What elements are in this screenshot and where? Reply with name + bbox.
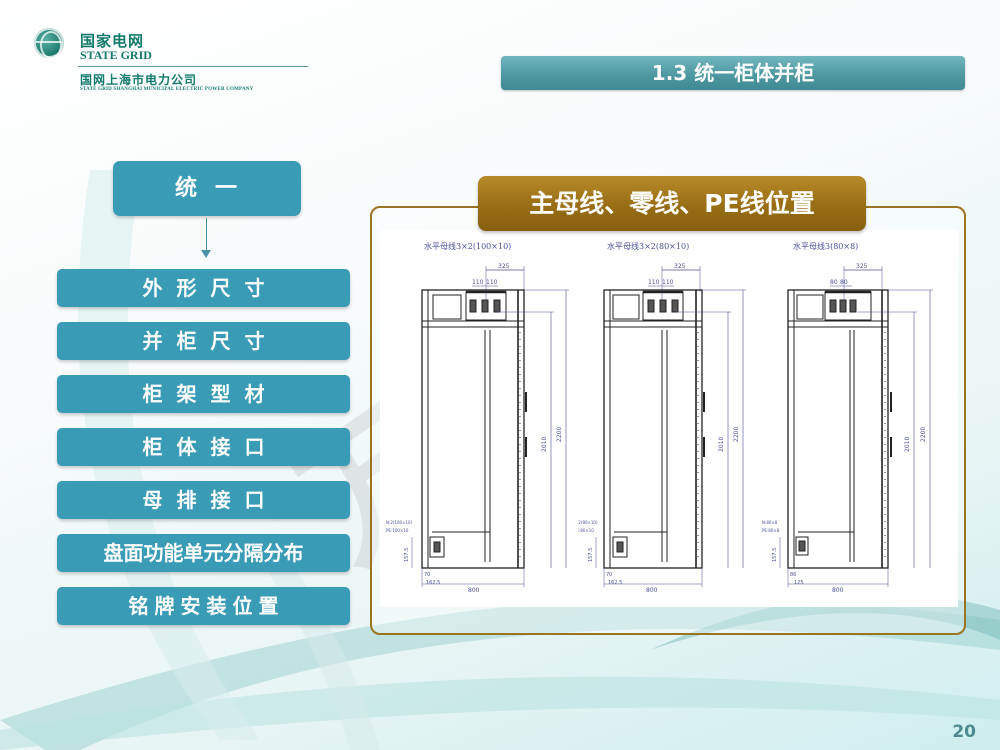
svg-text:162.5: 162.5	[608, 580, 622, 586]
cabinet-drawing-2: 325 110 110 2010 2200 N:2(80×10) PE:80×1…	[578, 263, 746, 594]
section-title: 1.3 统一柜体并柜	[501, 56, 965, 90]
cabinet-drawing-1: 325 110 110 2010 2200 N:2(100×10) PE:100…	[386, 263, 569, 594]
svg-text:70: 70	[424, 572, 430, 578]
svg-text:2010: 2010	[904, 437, 911, 452]
svg-text:800: 800	[832, 587, 844, 594]
svg-text:80: 80	[830, 279, 838, 286]
svg-text:86: 86	[790, 572, 796, 578]
svg-text:N:80×8: N:80×8	[762, 520, 778, 525]
panel-title: 主母线、零线、PE线位置	[478, 176, 866, 231]
svg-text:162.5: 162.5	[426, 580, 440, 586]
svg-text:157.5: 157.5	[772, 548, 778, 562]
logo-name-cn: 国家电网	[80, 32, 145, 50]
item-busbar-interface: 母排接口	[57, 481, 350, 519]
logo-company-en: STATE GRID SHANGHAI MUNICIPAL ELECTRIC P…	[80, 87, 254, 92]
svg-text:70: 70	[606, 572, 612, 578]
item-frame-profile: 柜架型材	[57, 375, 350, 413]
svg-text:2200: 2200	[556, 427, 563, 442]
svg-text:80: 80	[840, 279, 848, 286]
svg-text:110: 110	[648, 279, 660, 286]
arrow-down-icon	[201, 250, 211, 258]
item-combined-cabinet-size: 并柜尺寸	[57, 322, 350, 360]
svg-text:325: 325	[498, 263, 510, 270]
svg-text:N:2(100×10): N:2(100×10)	[386, 520, 413, 525]
globe-icon	[34, 28, 64, 59]
svg-text:800: 800	[646, 587, 658, 594]
svg-text:110: 110	[486, 279, 498, 286]
svg-text:PE:100×10: PE:100×10	[386, 528, 409, 533]
svg-text:800: 800	[468, 587, 480, 594]
drawing-1-caption: 水平母线3×2(100×10)	[424, 242, 512, 251]
item-panel-unit-layout: 盘面功能单元分隔分布	[57, 534, 350, 572]
svg-text:325: 325	[674, 263, 686, 270]
svg-text:157.5: 157.5	[404, 548, 410, 562]
item-outline-size: 外形尺寸	[57, 269, 350, 307]
svg-text:325: 325	[856, 263, 868, 270]
svg-text:PE:80×8: PE:80×8	[762, 528, 780, 533]
svg-text:125: 125	[794, 580, 804, 586]
logo-company-cn: 国网上海市电力公司	[80, 73, 198, 87]
logo-name-en: STATE GRID	[80, 48, 152, 62]
item-cabinet-interface: 柜体接口	[57, 428, 350, 466]
drawing-2-caption: 水平母线3×2(80×10)	[607, 242, 690, 251]
drawing-3-caption: 水平母线3(80×8)	[793, 242, 859, 251]
logo-divider	[78, 66, 308, 67]
svg-text:2200: 2200	[733, 427, 740, 442]
svg-text:157.5: 157.5	[588, 548, 594, 562]
item-nameplate-position: 铭牌安装位置	[57, 587, 350, 625]
svg-text:PE:80×10: PE:80×10	[578, 528, 594, 533]
unify-box: 统一	[113, 161, 301, 216]
svg-text:110: 110	[472, 279, 484, 286]
flow-arrow-line	[206, 218, 207, 252]
svg-text:110: 110	[662, 279, 674, 286]
svg-text:2200: 2200	[920, 427, 927, 442]
svg-text:2010: 2010	[718, 437, 725, 452]
state-grid-logo: 国家电网 STATE GRID 国网上海市电力公司 STATE GRID SHA…	[30, 24, 308, 94]
cabinet-drawing-3: 325 80 80 2010 2200 N:80×8 PE:80×8 157.5…	[762, 263, 933, 594]
svg-text:2010: 2010	[541, 437, 548, 452]
svg-text:N:2(80×10): N:2(80×10)	[578, 520, 598, 525]
page-number: 20	[952, 722, 976, 742]
